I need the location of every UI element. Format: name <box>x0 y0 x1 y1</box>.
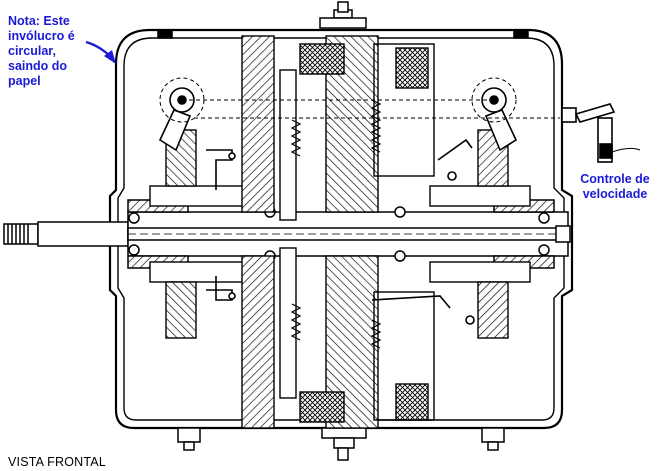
disc-assembly <box>241 35 435 429</box>
speed-control-label: Controle de velocidade <box>574 172 656 202</box>
note-line: Nota: Este <box>8 14 70 28</box>
housing-note: Nota: Este invólucro é circular, saindo … <box>8 14 98 89</box>
top-bolt <box>157 1 529 39</box>
note-line: papel <box>8 74 41 88</box>
speed-control-crank <box>561 103 641 163</box>
note-arrow <box>85 40 116 64</box>
hubs <box>149 129 531 339</box>
note-line: circular, <box>8 44 56 58</box>
view-label: VISTA FRONTAL <box>8 455 106 469</box>
housing <box>108 28 574 430</box>
springs <box>290 99 382 349</box>
note-line: saindo do <box>8 59 68 73</box>
main-shaft <box>3 199 571 269</box>
bottom-bolts <box>177 427 505 461</box>
speed-label-line: Controle de <box>580 172 650 186</box>
pivot-guides <box>159 77 560 123</box>
note-line: invólucro é <box>8 29 75 43</box>
speed-label-line: velocidade <box>582 187 648 201</box>
